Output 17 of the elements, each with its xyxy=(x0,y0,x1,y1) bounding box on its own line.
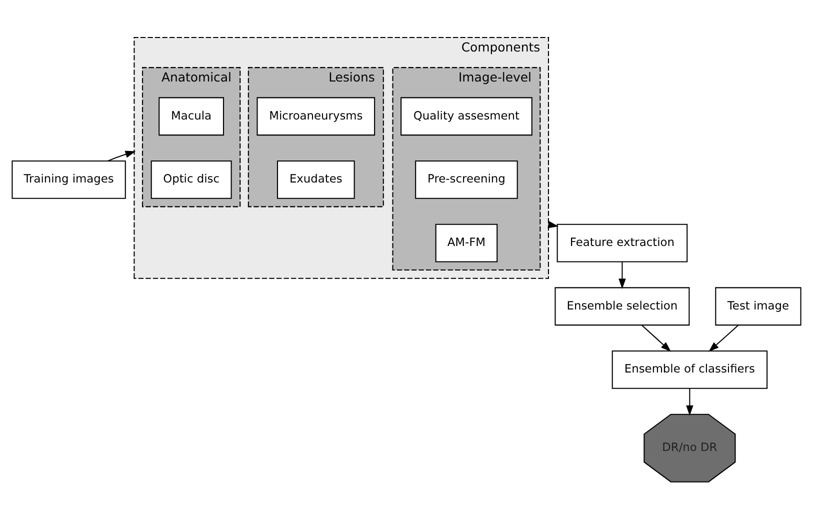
arrow xyxy=(686,388,694,416)
node-box: Test image xyxy=(715,286,802,326)
arrow xyxy=(618,261,626,289)
arrow xyxy=(108,150,136,161)
node-box: Macula xyxy=(158,96,224,136)
arrow xyxy=(708,324,739,352)
node-box: Ensemble of classifiers xyxy=(612,350,768,388)
node-box: Pre-screening xyxy=(415,160,518,198)
node-box: AM-FM xyxy=(435,223,498,262)
node-box: Ensemble selection xyxy=(554,286,690,326)
node-box: Training images xyxy=(12,160,126,198)
node-box: Optic disc xyxy=(150,160,232,198)
node-box: Quality assesment xyxy=(400,96,532,136)
node-box: Microaneurysms xyxy=(256,96,376,136)
node-box: Exudates xyxy=(276,160,355,198)
arrow xyxy=(641,324,672,352)
node-box: Feature extraction xyxy=(556,223,688,262)
